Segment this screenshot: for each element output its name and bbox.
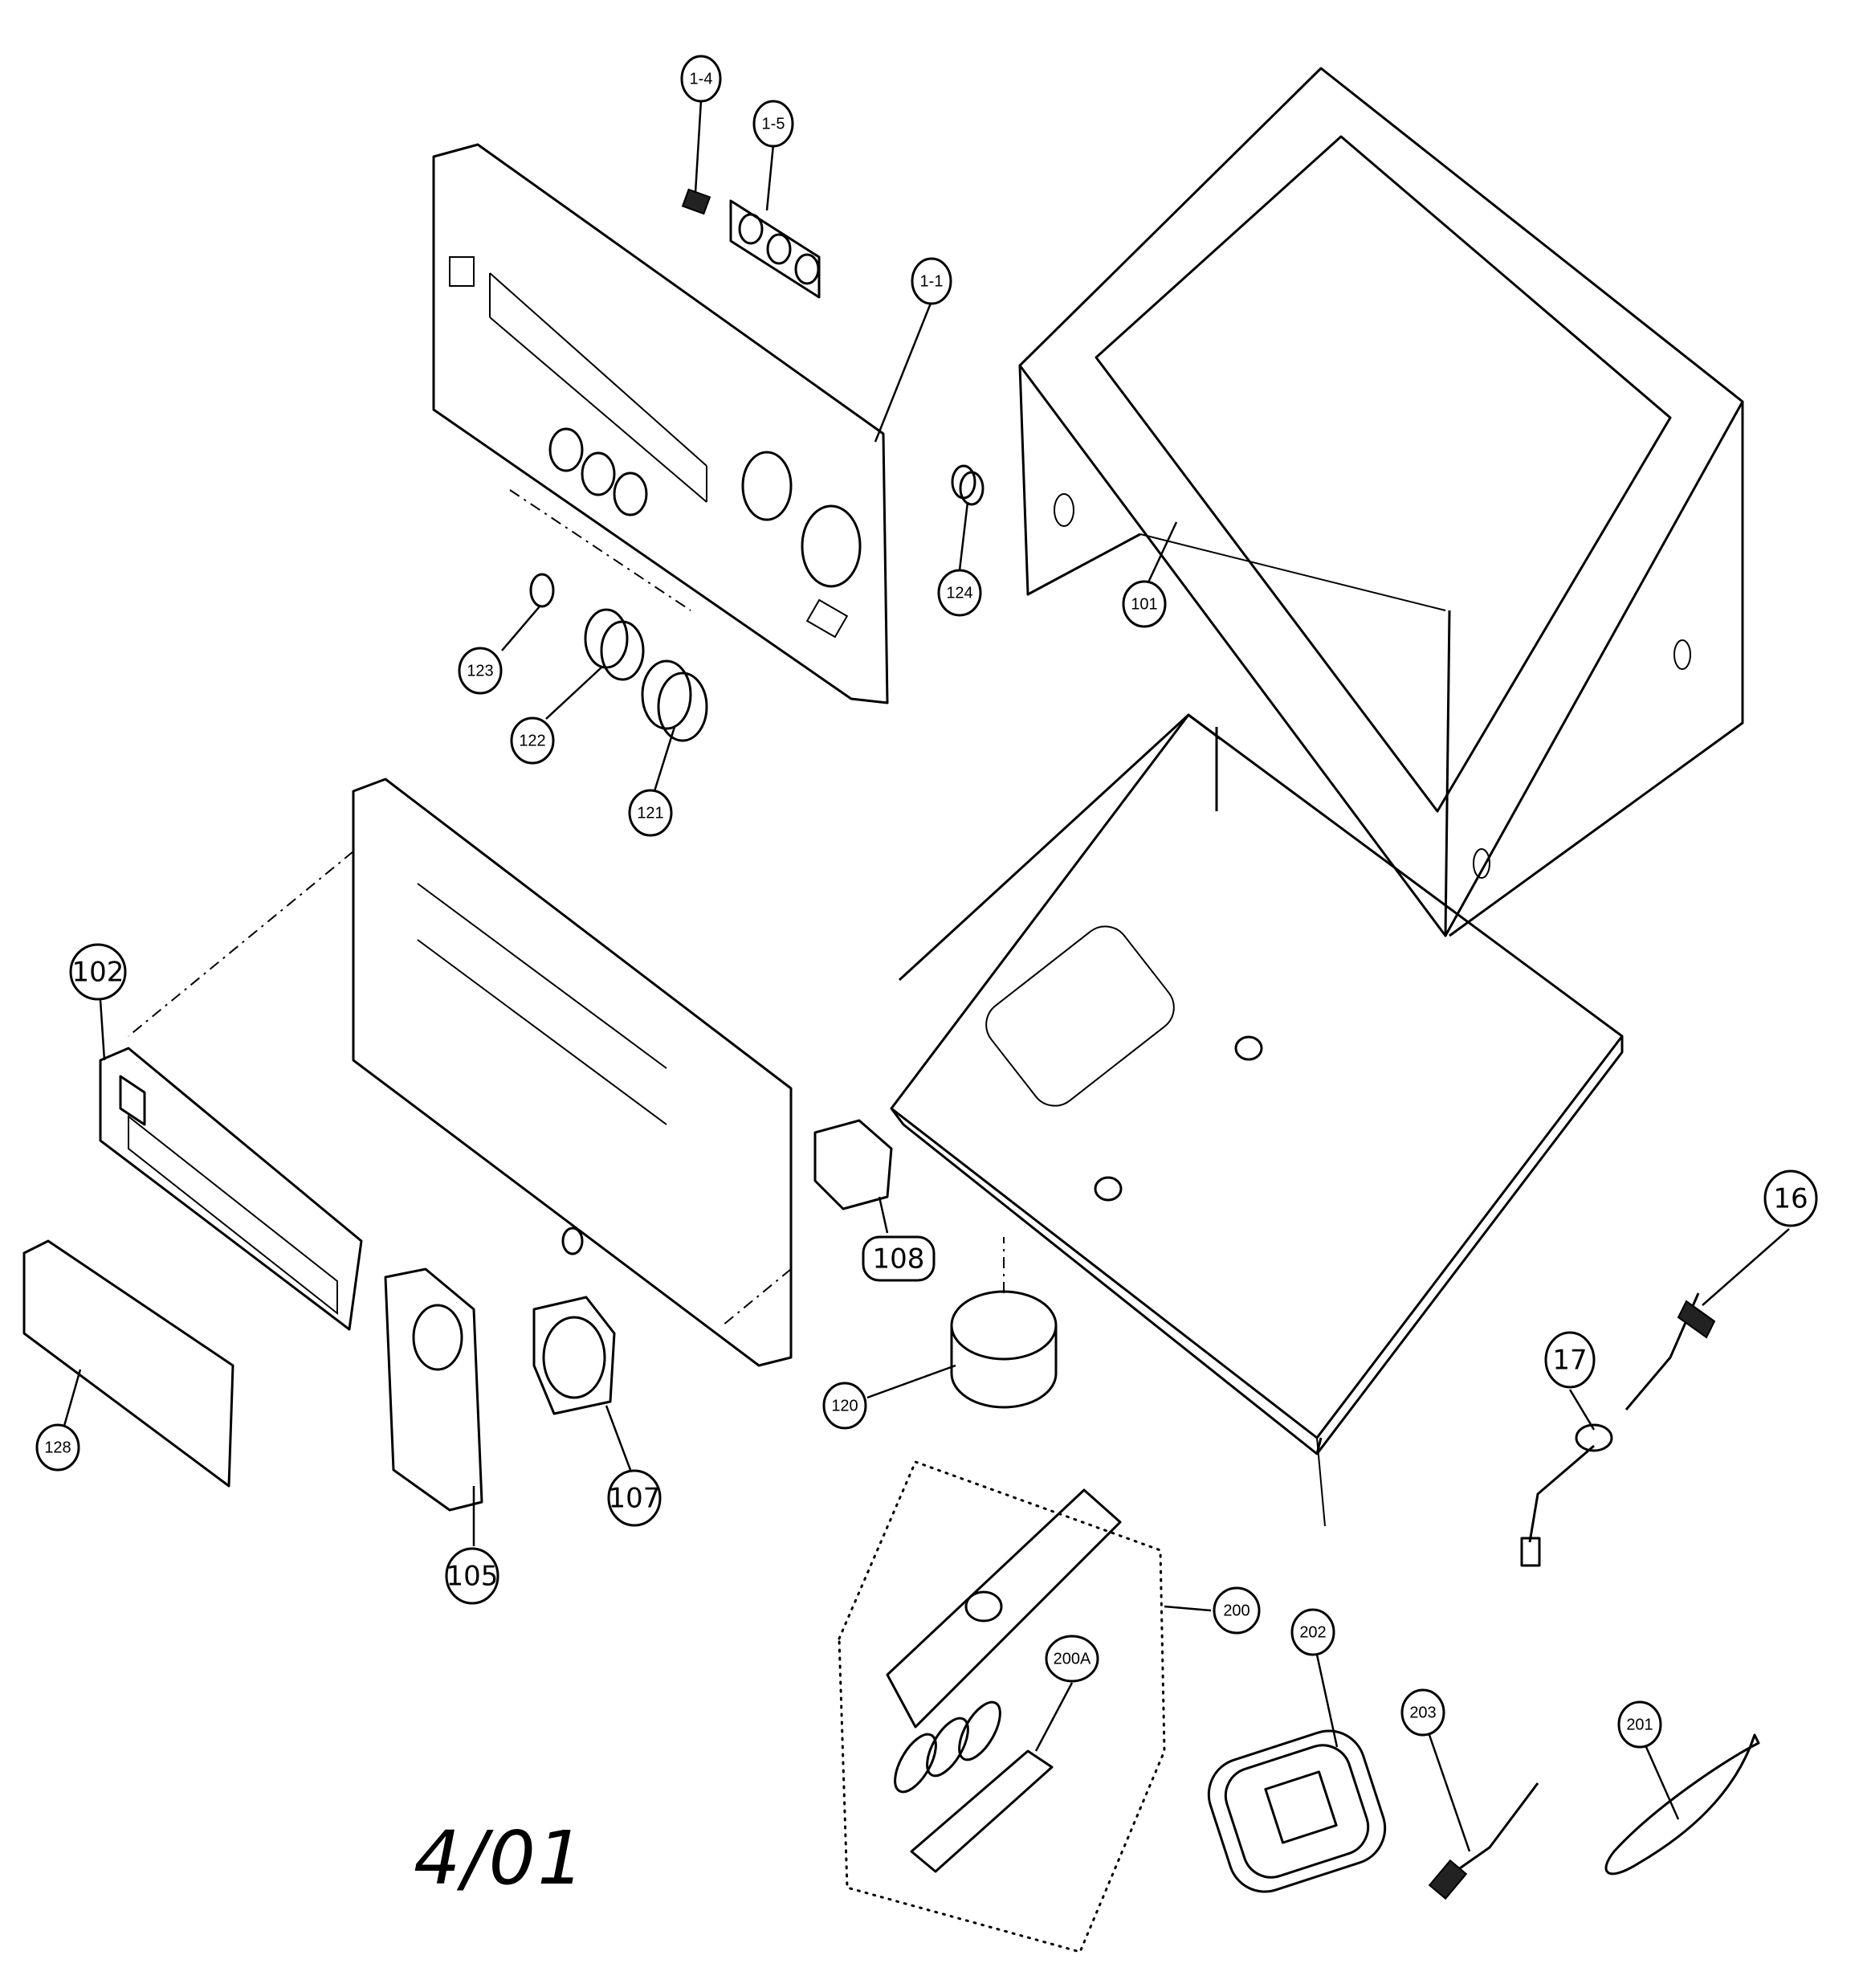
callout-label: 124 bbox=[946, 584, 972, 602]
strain-relief-17 bbox=[1520, 1423, 1613, 1567]
callout-122: 122 bbox=[510, 716, 555, 765]
callout-201: 201 bbox=[1617, 1700, 1662, 1749]
callout-label: 202 bbox=[1299, 1623, 1326, 1641]
callout-label: 102 bbox=[72, 957, 124, 989]
part-1-4 bbox=[681, 188, 711, 215]
part-124 bbox=[951, 464, 984, 506]
callout-label: 107 bbox=[609, 1483, 661, 1515]
part-1-5 bbox=[729, 199, 821, 299]
callout-label: 105 bbox=[446, 1561, 499, 1593]
callout-101: 101 bbox=[1122, 580, 1167, 628]
callout-label: 200 bbox=[1223, 1602, 1249, 1619]
top-cover-part bbox=[1018, 67, 1744, 937]
callout-105: 105 bbox=[445, 1547, 499, 1605]
callout-label: 101 bbox=[1131, 595, 1157, 613]
loop-antenna-202 bbox=[1207, 1729, 1387, 1893]
callout-200: 200 bbox=[1213, 1586, 1261, 1635]
display-cover-128 bbox=[22, 1239, 234, 1488]
callout-16: 16 bbox=[1763, 1170, 1818, 1227]
callout-121: 121 bbox=[628, 789, 673, 837]
callout-label: 121 bbox=[637, 804, 663, 822]
callout-label: 1-1 bbox=[920, 272, 944, 290]
callout-202: 202 bbox=[1290, 1608, 1335, 1656]
transformer-120 bbox=[950, 1237, 1058, 1409]
callout-17: 17 bbox=[1544, 1331, 1596, 1389]
fan-107 bbox=[532, 1296, 616, 1415]
cable-203 bbox=[1428, 1782, 1539, 1900]
power-cord-16 bbox=[1625, 1292, 1716, 1410]
callout-label: 123 bbox=[467, 662, 493, 680]
callout-label: 201 bbox=[1626, 1716, 1653, 1733]
callout-label: 108 bbox=[873, 1243, 925, 1276]
callout-120: 120 bbox=[822, 1382, 867, 1430]
callout-label: 120 bbox=[831, 1397, 858, 1414]
callout-128: 128 bbox=[35, 1423, 80, 1472]
callout-1-5: 1-5 bbox=[752, 100, 794, 148]
chassis-frame-part bbox=[128, 778, 793, 1367]
washer bbox=[561, 1227, 584, 1255]
callout-124: 124 bbox=[937, 569, 982, 617]
date-code: 4/01 bbox=[414, 1815, 586, 1901]
pcb-105 bbox=[384, 1268, 483, 1512]
callout-203: 203 bbox=[1400, 1688, 1445, 1737]
callout-label: 122 bbox=[519, 732, 545, 749]
callout-label: 1-4 bbox=[690, 70, 713, 88]
knob-121 bbox=[641, 659, 708, 742]
callout-1-1: 1-1 bbox=[911, 257, 952, 305]
accessory-kit-200 bbox=[838, 1460, 1166, 1953]
callout-label: 16 bbox=[1773, 1183, 1808, 1215]
callout-label: 203 bbox=[1409, 1704, 1436, 1721]
chassis-base-part bbox=[890, 713, 1624, 1527]
callout-label: 1-5 bbox=[762, 115, 785, 133]
callout-label: 128 bbox=[44, 1439, 71, 1456]
rear-panel-102 bbox=[99, 1047, 363, 1331]
callout-label: 17 bbox=[1552, 1345, 1587, 1377]
callout-102: 102 bbox=[69, 943, 127, 1001]
callout-123: 123 bbox=[458, 647, 503, 695]
callout-107: 107 bbox=[607, 1469, 662, 1527]
antenna-wire-201 bbox=[1604, 1733, 1760, 1876]
bracket-108 bbox=[813, 1119, 893, 1210]
knob-122 bbox=[584, 608, 645, 681]
callout-label: 200A bbox=[1054, 1650, 1091, 1668]
front-panel-part bbox=[432, 143, 889, 704]
callout-1-4: 1-4 bbox=[680, 55, 722, 103]
leader-lines bbox=[63, 100, 1790, 1852]
callout-200A: 200A bbox=[1045, 1635, 1099, 1683]
knob-123 bbox=[529, 573, 555, 608]
callout-108: 108 bbox=[862, 1235, 936, 1282]
